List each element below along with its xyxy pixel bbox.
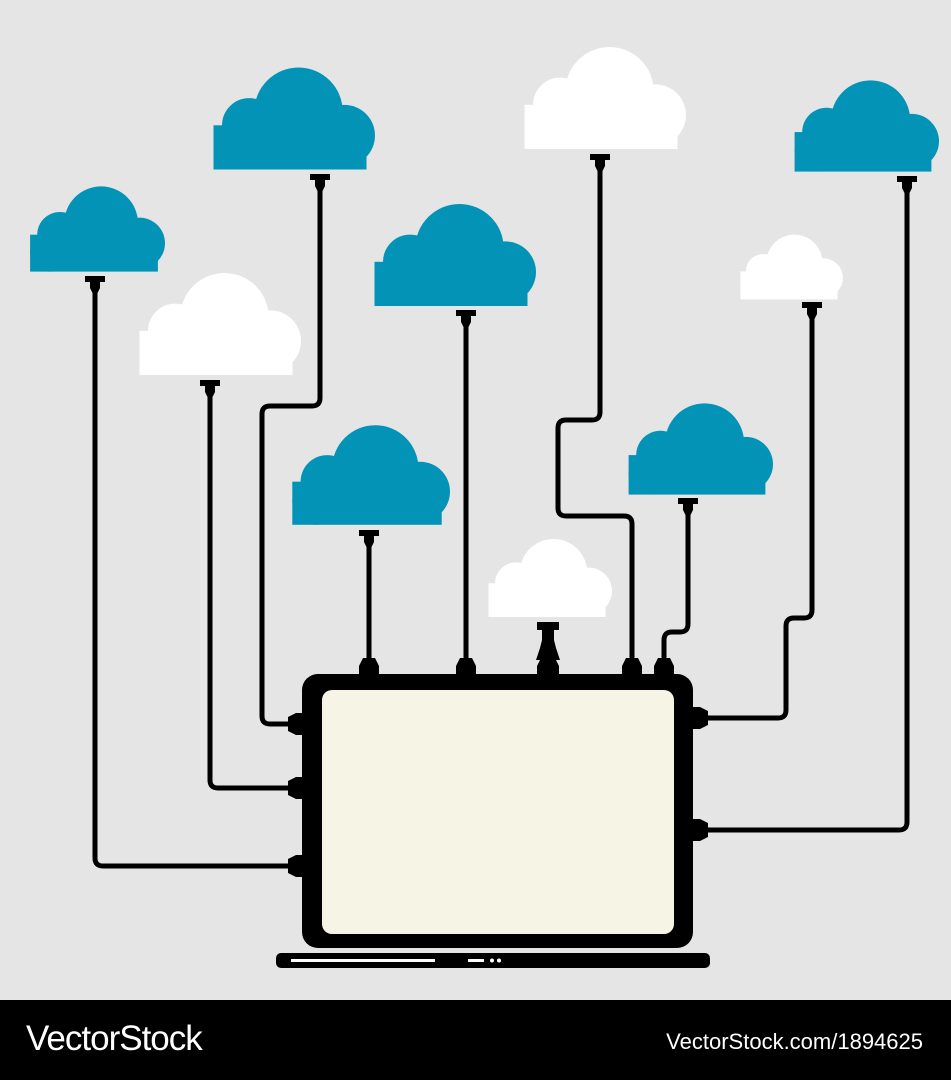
watermark-footer: VectorStock VectorStock.com/1894625 xyxy=(0,1000,951,1080)
cable-icon xyxy=(259,187,323,727)
cable-icon xyxy=(92,287,299,869)
plug-icon xyxy=(622,658,642,676)
cloud-icon xyxy=(628,403,773,495)
plugs xyxy=(85,154,917,660)
plug-icon xyxy=(456,310,476,334)
plug-icon xyxy=(690,707,708,729)
laptop-led-icon xyxy=(497,958,501,963)
cloud-icon xyxy=(374,204,536,306)
plug-icon xyxy=(85,276,105,300)
plug-icon xyxy=(802,302,822,326)
plug-icon xyxy=(288,713,306,735)
cable-icon xyxy=(699,189,910,833)
plug-icon xyxy=(359,658,379,676)
plug-icon xyxy=(897,176,917,200)
laptop-led-icon xyxy=(490,958,494,963)
cloud-network-illustration xyxy=(30,47,939,968)
vectorstock-logo: VectorStock xyxy=(26,1019,203,1058)
cable-icon xyxy=(555,165,635,671)
laptop-base-line xyxy=(291,959,435,962)
cloud-icon xyxy=(139,273,301,375)
laptop-screen xyxy=(322,690,674,934)
plug-icon xyxy=(537,658,559,676)
cloud-icon xyxy=(794,80,939,172)
plug-icon xyxy=(288,777,306,799)
plug-icon xyxy=(456,658,476,676)
plug-icon xyxy=(590,154,610,178)
cloud-icon xyxy=(30,186,165,272)
cable-icon xyxy=(699,312,815,721)
plug-icon xyxy=(288,855,306,877)
plug-icon xyxy=(690,819,708,841)
cloud-icon xyxy=(488,539,612,617)
cloud-icon xyxy=(524,47,686,149)
cloud-icon xyxy=(213,67,375,170)
plug-icon xyxy=(536,622,560,660)
plug-icon xyxy=(200,380,220,404)
cables xyxy=(92,165,910,869)
image-id-label: VectorStock.com/1894625 xyxy=(666,1029,923,1054)
cable-icon xyxy=(661,507,691,671)
cable-icon xyxy=(207,392,299,791)
side-connectors xyxy=(288,707,708,877)
plug-icon xyxy=(654,658,674,676)
plug-icon xyxy=(310,174,330,198)
top-connectors xyxy=(359,658,674,676)
laptop-trackpad-mark xyxy=(468,959,484,962)
plug-icon xyxy=(359,530,379,554)
laptop-icon xyxy=(276,658,710,968)
plug-icon xyxy=(678,498,698,522)
cloud-icon xyxy=(740,234,843,300)
cloud-icon xyxy=(292,425,450,525)
